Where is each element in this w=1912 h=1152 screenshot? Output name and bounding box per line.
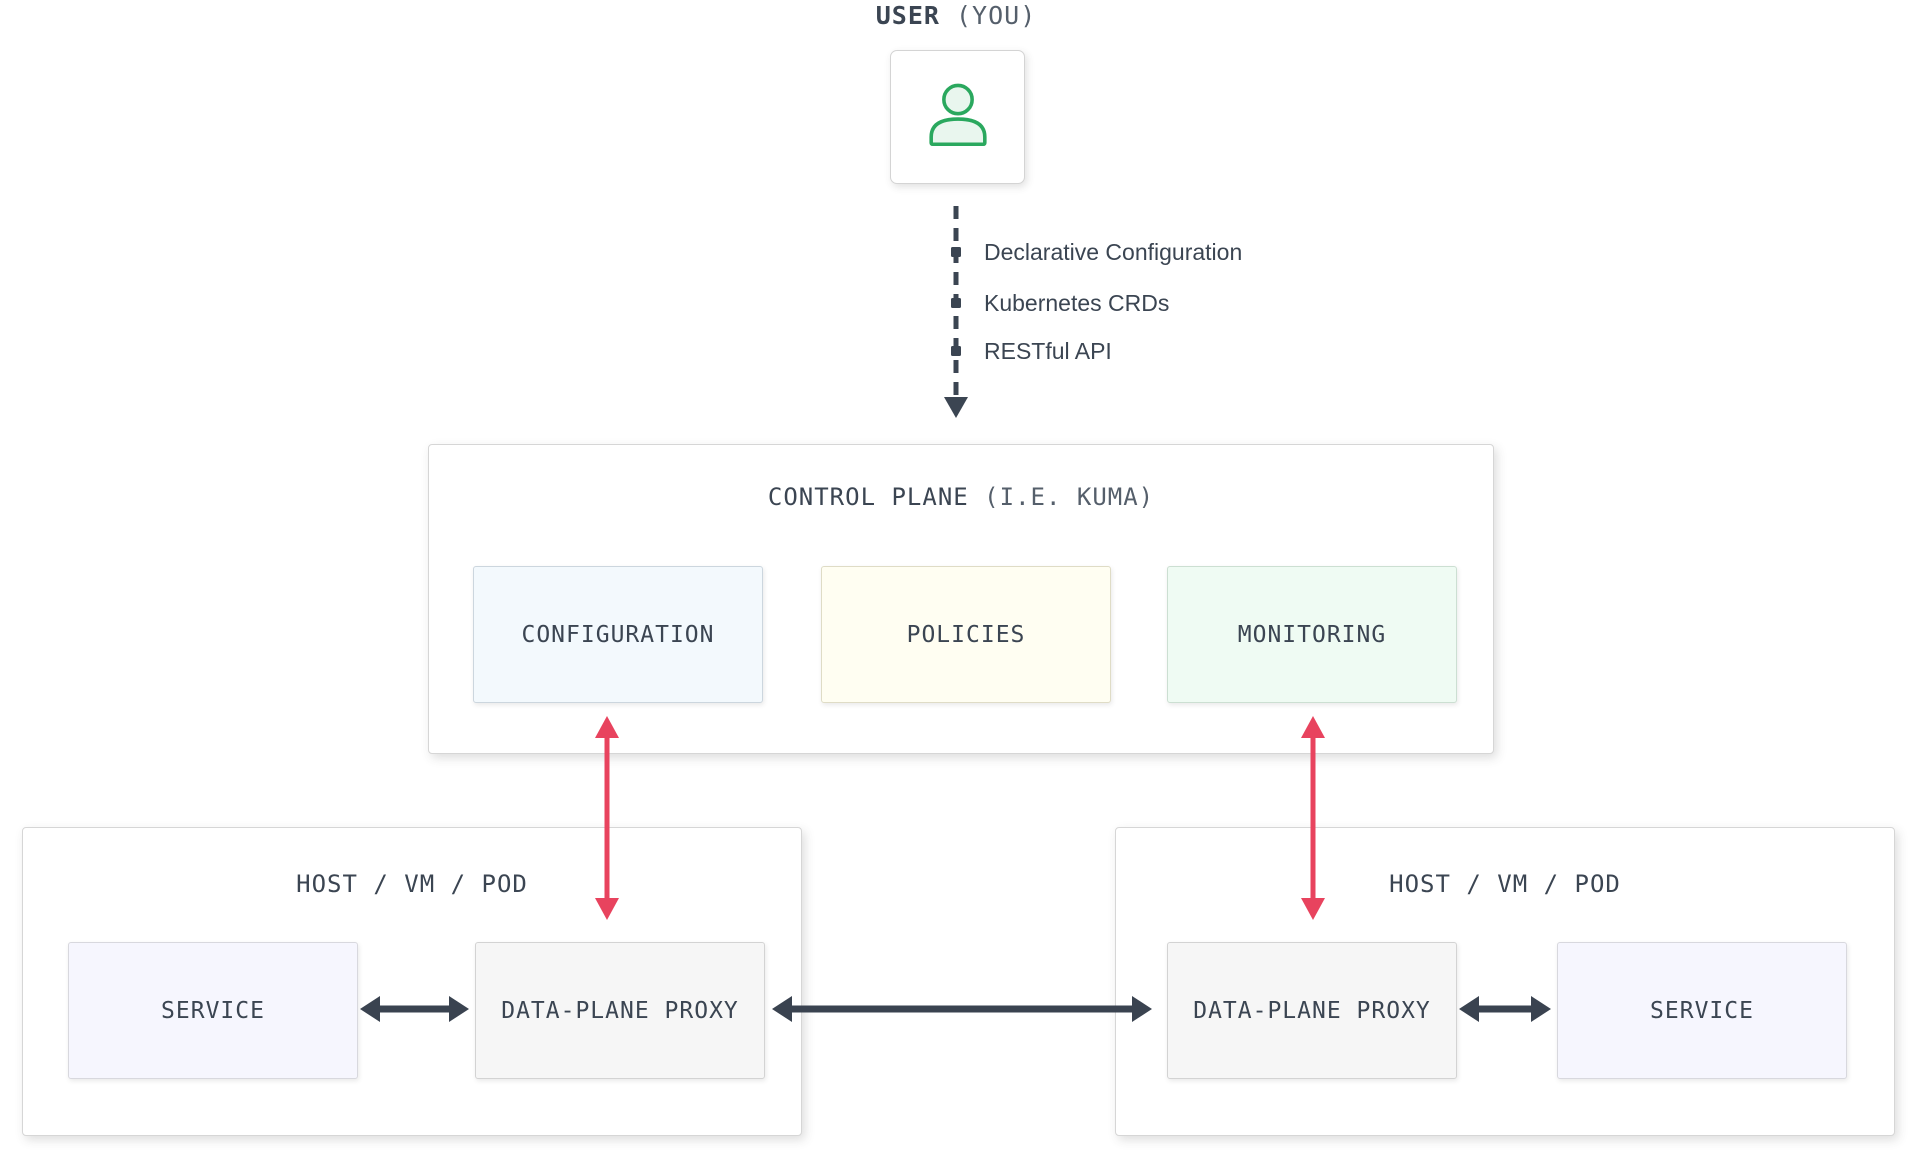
host-panel-right: HOST / VM / POD DATA-PLANE PROXY SERVICE [1115, 827, 1895, 1136]
data-plane-proxy-left-label: DATA-PLANE PROXY [501, 997, 739, 1024]
policies-box: POLICIES [821, 566, 1111, 703]
control-plane-panel: CONTROL PLANE (I.E. KUMA) CONFIGURATION … [428, 444, 1494, 754]
user-icon [919, 74, 997, 160]
control-plane-title: CONTROL PLANE (I.E. KUMA) [429, 483, 1493, 511]
configuration-label: CONFIGURATION [521, 621, 715, 648]
connector-label-declarative-configuration: Declarative Configuration [984, 239, 1243, 265]
user-to-control-plane-arrow [944, 206, 968, 418]
connector-label-restful-api: RESTful API [984, 338, 1112, 364]
connector-label-kubernetes-crds: Kubernetes CRDs [984, 290, 1170, 316]
monitoring-box: MONITORING [1167, 566, 1457, 703]
user-title-strong: USER [875, 1, 940, 30]
monitoring-label: MONITORING [1237, 621, 1387, 648]
user-box [890, 50, 1025, 184]
host-panel-left: HOST / VM / POD SERVICE DATA-PLANE PROXY [22, 827, 802, 1136]
bullet-kubernetes-crds [951, 298, 961, 308]
control-plane-title-light: (I.E. KUMA) [984, 483, 1155, 511]
service-box-right: SERVICE [1557, 942, 1847, 1079]
service-right-label: SERVICE [1650, 997, 1754, 1024]
data-plane-proxy-box-right: DATA-PLANE PROXY [1167, 942, 1457, 1079]
data-plane-proxy-right-label: DATA-PLANE PROXY [1193, 997, 1431, 1024]
configuration-box: CONFIGURATION [473, 566, 763, 703]
host-left-title: HOST / VM / POD [296, 870, 528, 898]
bullet-restful-api [951, 346, 961, 356]
proxy-to-proxy-arrow [772, 996, 1152, 1022]
host-right-title: HOST / VM / POD [1389, 870, 1621, 898]
user-title: USER (YOU) [0, 1, 1912, 30]
bullet-declarative-configuration [951, 247, 961, 257]
service-left-label: SERVICE [161, 997, 265, 1024]
service-box-left: SERVICE [68, 942, 358, 1079]
user-title-light: (YOU) [956, 1, 1037, 30]
policies-label: POLICIES [906, 621, 1026, 648]
data-plane-proxy-box-left: DATA-PLANE PROXY [475, 942, 765, 1079]
control-plane-title-strong: CONTROL PLANE [767, 483, 969, 511]
